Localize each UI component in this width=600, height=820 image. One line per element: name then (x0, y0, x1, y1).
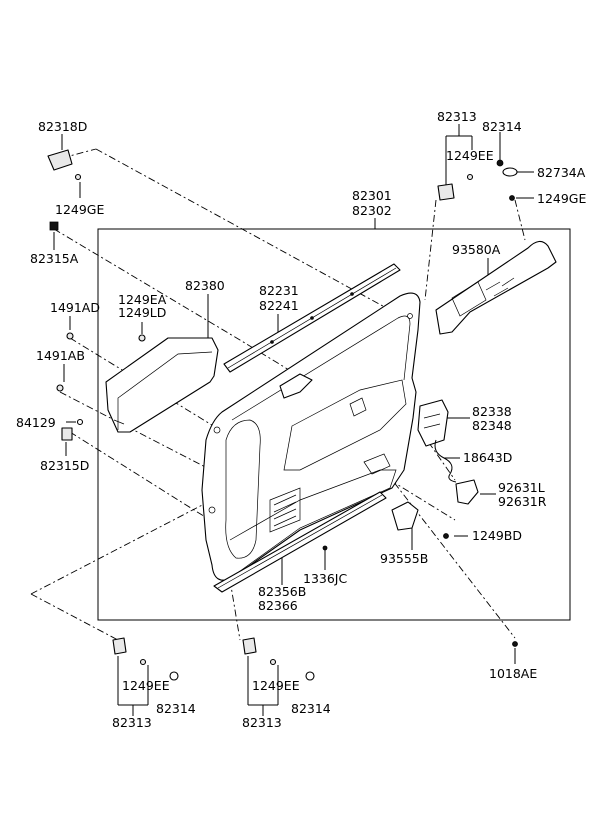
label-82314-bm: 82314 (291, 701, 331, 716)
label-82315d: 82315D (40, 458, 89, 473)
label-18643d: 18643D (463, 450, 512, 465)
map-pocket (105, 337, 219, 433)
armrest-bracket (417, 399, 449, 447)
label-82314-bl: 82314 (156, 701, 196, 716)
label-1491ad: 1491AD (50, 300, 100, 315)
fasteners (47, 149, 518, 681)
label-1249ge-a: 1249GE (55, 202, 104, 217)
label-84129: 84129 (16, 415, 56, 430)
label-82315a: 82315A (30, 251, 79, 266)
label-82302: 82302 (352, 203, 392, 218)
label-1249bd: 1249BD (472, 528, 522, 543)
label-93555b: 93555B (380, 551, 428, 566)
label-82314-top: 82314 (482, 119, 522, 134)
label-82734a: 82734A (537, 165, 586, 180)
label-1336jc: 1336JC (303, 571, 347, 586)
window-switch-panel (435, 240, 557, 335)
belt-weatherstrip (223, 263, 401, 373)
label-92631r: 92631R (498, 494, 547, 509)
label-82338: 82338 (472, 404, 512, 419)
label-1249ee-bl: 1249EE (122, 678, 170, 693)
courtesy-lamp (455, 479, 479, 505)
label-82380: 82380 (185, 278, 225, 293)
label-82356b: 82356B (258, 584, 306, 599)
label-93580a: 93580A (452, 242, 501, 257)
label-1249ea: 1249EA (118, 292, 167, 307)
label-1491ab: 1491AB (36, 348, 85, 363)
label-1249ee-bm: 1249EE (252, 678, 300, 693)
label-92631l: 92631L (498, 480, 545, 495)
label-82301: 82301 (352, 188, 392, 203)
label-82231: 82231 (259, 283, 299, 298)
lower-garnish (213, 491, 387, 593)
label-1249ee-top: 1249EE (446, 148, 494, 163)
label-1249ld: 1249LD (118, 305, 166, 320)
label-1018ae: 1018AE (489, 666, 537, 681)
leader-lines (53, 124, 534, 716)
assembly-frame (97, 228, 571, 621)
label-82318d: 82318D (38, 119, 87, 134)
label-82313-bl: 82313 (112, 715, 152, 730)
label-82366: 82366 (258, 598, 298, 613)
label-82313-top: 82313 (437, 109, 477, 124)
label-1249ge-b: 1249GE (537, 191, 586, 206)
door-switch (391, 501, 419, 531)
label-82313-bm: 82313 (242, 715, 282, 730)
label-82348: 82348 (472, 418, 512, 433)
wiring-harness (434, 439, 457, 483)
label-82241: 82241 (259, 298, 299, 313)
clip-82318d (47, 149, 73, 171)
